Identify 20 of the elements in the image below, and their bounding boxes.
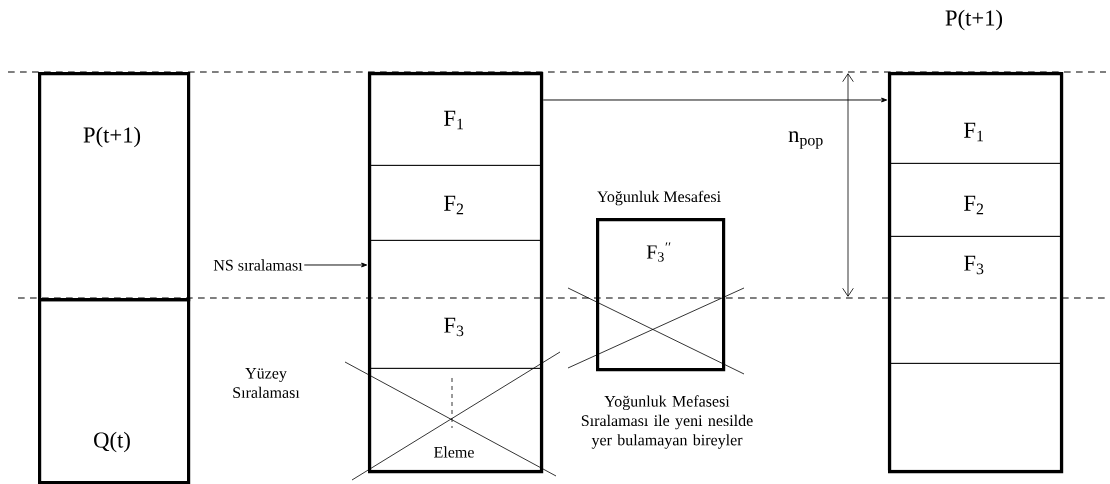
band: [888, 363, 1061, 471]
population-box: Q(t): [38, 298, 191, 484]
column-box: [368, 72, 544, 474]
band: F$_{3}$: [888, 236, 1061, 364]
arrow: [303, 262, 368, 268]
step-label: NS sıralaması: [213, 259, 303, 271]
density-box: Yoğunluk Mesafesi F$_{3}$′′: [596, 190, 726, 372]
band: F$_{1}$: [888, 72, 1061, 164]
node-label: Yoğunluk Mefasesi Sıralaması ile yeni nesilde yer bulamayan bireyler: [581, 395, 753, 449]
band: F$_{2}$: [368, 165, 541, 241]
node-label: P(t+1): [945, 9, 1003, 31]
side-label: Yüzey Sıralaması: [233, 368, 300, 398]
dimension-label: n$_{pop}$: [788, 131, 823, 149]
band: F$_{1}$: [368, 72, 541, 166]
arrow: [542, 97, 888, 103]
band: F$_{3}$: [368, 240, 541, 369]
node-label: Yoğunluk Mesafesi: [597, 190, 721, 206]
band: F$_{2}$: [888, 163, 1061, 237]
band: Eleme: [368, 368, 541, 471]
population-box: P(t+1): [38, 72, 191, 302]
